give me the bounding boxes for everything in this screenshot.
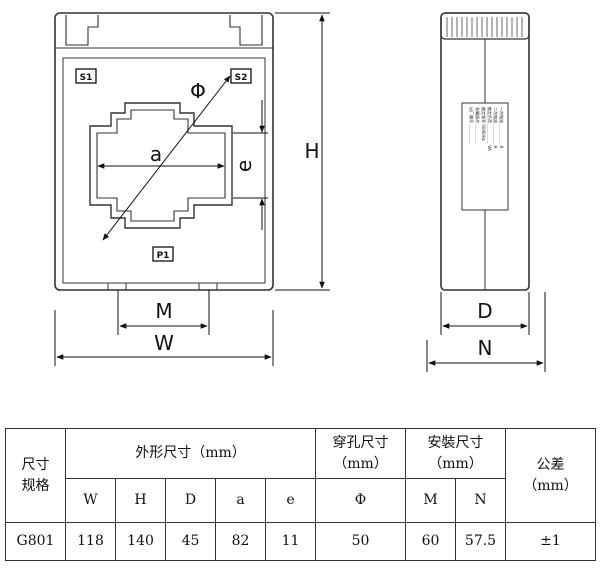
tolerance-header: 公差（mm） [505, 428, 596, 523]
cell-e: 11 [265, 522, 316, 561]
n-label: N [478, 336, 493, 360]
svg-text:S2: S2 [235, 73, 248, 83]
spec-table: 尺寸规格 外形尺寸（mm） 穿孔尺寸（mm） 安裝尺寸（mm） 公差（mm） W… [5, 428, 596, 561]
cell-w: 118 [65, 522, 116, 561]
front-inner-panel [62, 57, 266, 284]
phi-dimension-line [102, 75, 231, 241]
spec-header-cell: 尺寸规格 [5, 428, 66, 523]
col-header-h: H [115, 478, 166, 523]
top-clip-right [229, 15, 263, 46]
bottom-tab-right [198, 282, 218, 291]
col-header-a: a [215, 478, 266, 523]
top-clip-left [65, 15, 99, 46]
col-header-m: M [405, 478, 456, 523]
bottom-tab-left [107, 282, 127, 291]
e-label: e [232, 160, 256, 172]
h-label: H [304, 139, 319, 163]
col-header-phi: Φ [315, 478, 406, 523]
terminal-p1: P1 [152, 246, 174, 262]
technical-drawing: S1 S2 P1 Φ a e H M W [54, 12, 546, 372]
cell-d: 45 [165, 522, 216, 561]
cell-h: 140 [115, 522, 166, 561]
w-label: W [154, 331, 174, 355]
phi-label: Φ [190, 79, 206, 103]
front-view [54, 12, 274, 291]
svg-text:准确级次 ＿＿＿＿＿: 准确级次 ＿＿＿＿＿ [475, 107, 481, 144]
svg-text:二次电流 ＿＿＿＿＿ A: 二次电流 ＿＿＿＿＿ A [493, 107, 499, 149]
table-row: G801 118 140 45 82 11 50 60 57.5 ±1 [5, 522, 596, 561]
m-label: M [155, 299, 172, 323]
svg-text:P1: P1 [157, 251, 170, 261]
cell-a: 82 [215, 522, 266, 561]
svg-text:出厂编号 ＿＿＿＿＿: 出厂编号 ＿＿＿＿＿ [469, 107, 475, 144]
col-header-n: N [455, 478, 506, 523]
front-body-outline [54, 12, 274, 291]
hole-dim-header: 穿孔尺寸（mm） [315, 428, 406, 479]
svg-text:额定频率 50/60Hz: 额定频率 50/60Hz [481, 107, 487, 141]
svg-text:额定负荷 ＿＿＿＿＿ VA: 额定负荷 ＿＿＿＿＿ VA [487, 107, 493, 151]
terminal-s1: S1 [75, 68, 97, 84]
cell-m: 60 [405, 522, 456, 561]
a-label: a [150, 142, 162, 166]
svg-text:S1: S1 [80, 73, 93, 83]
cell-phi: 50 [315, 522, 406, 561]
cell-tolerance: ±1 [505, 522, 596, 561]
col-header-w: W [65, 478, 116, 523]
side-top-cap [440, 12, 530, 40]
d-label: D [477, 299, 492, 323]
nameplate: 一次电流 ＿＿＿＿＿ A 二次电流 ＿＿＿＿＿ A 额定负荷 ＿＿＿＿＿ VA … [461, 102, 509, 211]
col-header-e: e [265, 478, 316, 523]
outer-dim-header: 外形尺寸（mm） [65, 428, 316, 479]
cell-n: 57.5 [455, 522, 506, 561]
col-header-d: D [165, 478, 216, 523]
cell-model: G801 [5, 522, 66, 561]
terminal-s2: S2 [230, 68, 252, 84]
side-top-ribs [446, 17, 523, 37]
svg-text:一次电流 ＿＿＿＿＿ A: 一次电流 ＿＿＿＿＿ A [499, 107, 505, 149]
mount-dim-header: 安裝尺寸（mm） [405, 428, 506, 479]
